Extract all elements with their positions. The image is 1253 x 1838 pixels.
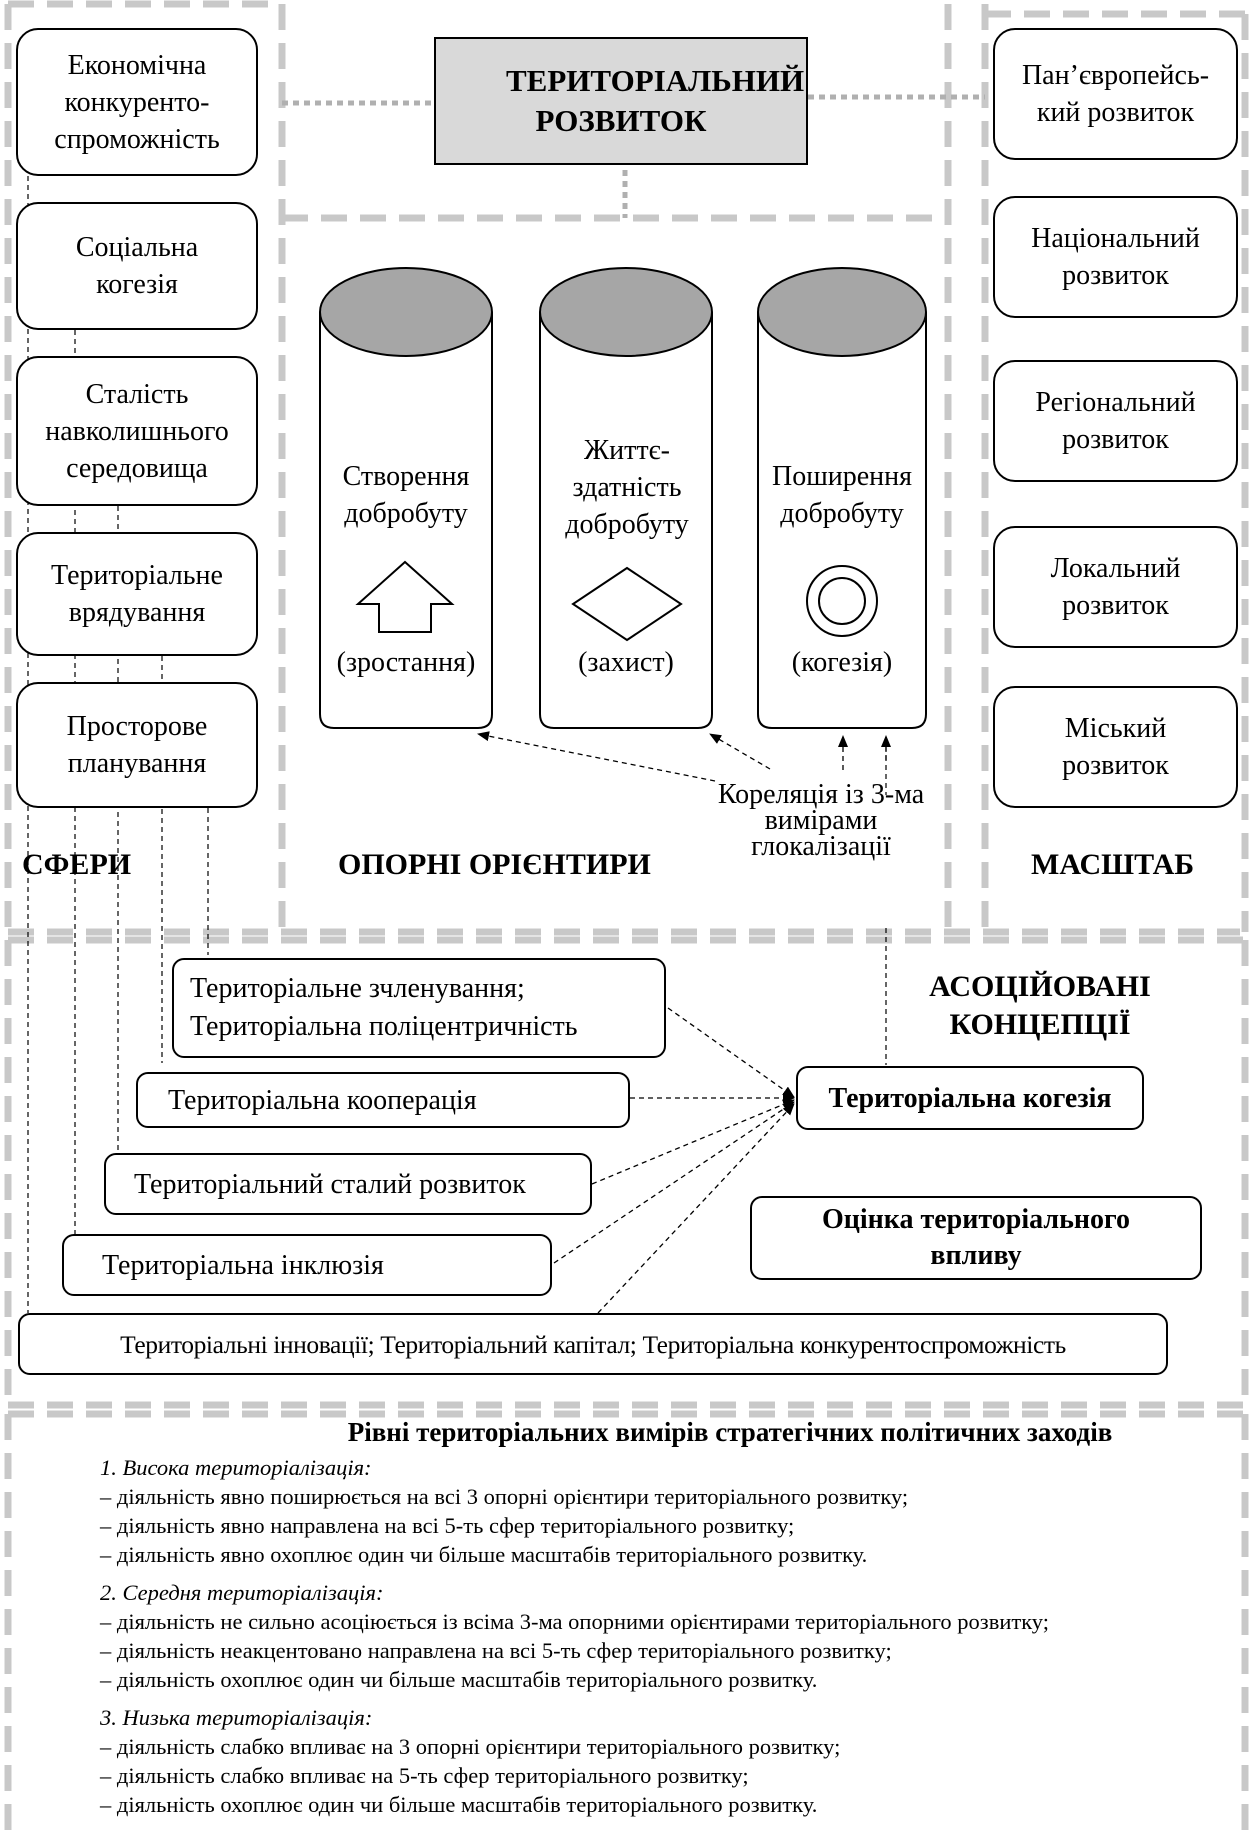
page-title: ТЕРИТОРІАЛЬНИЙ РОЗВИТОК (506, 63, 805, 138)
level-line: – діяльність явно охоплює один чи більше… (100, 1542, 868, 1567)
double-circle-icon (806, 565, 878, 637)
sphere-environment: Сталість навколишнього середовища (16, 356, 258, 506)
arrow-up-icon (355, 560, 455, 633)
level-title: 3. Низька територіалізація: (100, 1705, 373, 1730)
scale-label: Національний розвиток (1031, 223, 1200, 291)
pillars-label: ОПОРНІ ОРІЄНТИРИ (338, 848, 651, 881)
scale-label: Пан’європейсь-кий розвиток (1021, 60, 1210, 128)
cohesion-arrows (553, 1007, 795, 1314)
cohesion-label: Територіальна когезія (828, 1082, 1112, 1114)
territorial-cohesion-box: Територіальна когезія (796, 1066, 1144, 1130)
concept-inclusion: Територіальна інклюзія (62, 1234, 552, 1296)
concept-cooperation: Територіальна кооперація (136, 1072, 630, 1128)
correlation-arrows (477, 731, 891, 782)
scale-paneuropean: Пан’європейсь-кий розвиток (993, 28, 1238, 160)
sphere-economic: Економічна конкуренто-спроможність (16, 28, 258, 176)
level-line: – діяльність слабко впливає на 3 опорні … (100, 1734, 841, 1759)
scale-label: Міський розвиток (1062, 713, 1169, 781)
pillar-sub: (когезія) (791, 647, 893, 678)
sphere-label: Соціальна когезія (75, 232, 199, 300)
concept-articulation: Територіальне зчленування; Територіальна… (172, 958, 666, 1058)
pillar-name: Поширення добробуту (771, 461, 913, 529)
cylinders (319, 267, 927, 729)
level-line: – діяльність слабко впливає на 5-ть сфер… (100, 1763, 749, 1788)
impact-assessment-box: Оцінка територіального впливу (750, 1196, 1202, 1280)
title-connectors (282, 94, 985, 218)
scale-urban: Міський розвиток (993, 686, 1238, 808)
concept-label: Територіальні інновації; Територіальний … (120, 1329, 1066, 1359)
levels-heading: Рівні територіальних вимірів стратегічни… (347, 1417, 1113, 1447)
sphere-label: Просторове планування (66, 711, 208, 779)
correlation-note: Кореляція із 3-ма вимірами глокалізації (717, 779, 925, 862)
sphere-label: Територіальне врядування (51, 560, 223, 628)
scale-local: Локальний розвиток (993, 526, 1238, 648)
concept-innovation: Територіальні інновації; Територіальний … (18, 1313, 1168, 1375)
pillar-sub: (зростання) (336, 647, 476, 678)
sphere-label: Сталість навколишнього середовища (45, 378, 229, 484)
sphere-planning: Просторове планування (16, 682, 258, 808)
concept-sustainable: Територіальний сталий розвиток (104, 1153, 592, 1215)
concepts-label: АСОЦІЙОВАНІ КОНЦЕПЦІЇ (929, 970, 1151, 1041)
scale-national: Національний розвиток (993, 196, 1238, 318)
levels-note: Рівні територіальних вимірів стратегічни… (100, 1418, 1240, 1819)
level-line: – діяльність явно поширюється на всі 3 о… (100, 1484, 909, 1509)
pillar-sub: (захист) (578, 647, 674, 678)
level-line: – діяльність охоплює один чи більше масш… (100, 1792, 818, 1817)
scale-label-heading: МАСШТАБ (1031, 848, 1195, 881)
level-title: 2. Середня територіалізація: (100, 1580, 384, 1605)
concept-label: Територіальна кооперація (168, 1084, 477, 1116)
pillar-name: Життє-здатність добробуту (565, 435, 689, 540)
level-line: – діяльність охоплює один чи більше масш… (100, 1667, 818, 1692)
scale-regional: Регіональний розвиток (993, 360, 1238, 482)
diamond-icon (571, 566, 683, 642)
assessment-label: Оцінка територіального впливу (821, 1204, 1131, 1271)
concept-label: Територіальний сталий розвиток (134, 1168, 526, 1200)
pillar-name: Створення добробуту (342, 461, 470, 529)
concept-label: Територіальне зчленування; Територіальна… (190, 973, 578, 1042)
sphere-social: Соціальна когезія (16, 202, 258, 330)
concept-label: Територіальна інклюзія (102, 1249, 384, 1281)
title-box: ТЕРИТОРІАЛЬНИЙ РОЗВИТОК (434, 37, 808, 165)
scale-label: Локальний розвиток (1050, 553, 1181, 621)
spheres-label: СФЕРИ (22, 848, 132, 881)
dashed-frames (4, 0, 1249, 1835)
level-line: – діяльність не сильно асоціюється із вс… (100, 1609, 1050, 1634)
sphere-governance: Територіальне врядування (16, 532, 258, 656)
level-title: 1. Висока територіалізація: (100, 1455, 372, 1480)
sphere-label: Економічна конкуренто-спроможність (54, 49, 220, 155)
level-line: – діяльність явно направлена на всі 5-ть… (100, 1513, 795, 1538)
level-line: – діяльність неакцентовано направлена на… (100, 1638, 892, 1663)
scale-label: Регіональний розвиток (1035, 387, 1196, 455)
